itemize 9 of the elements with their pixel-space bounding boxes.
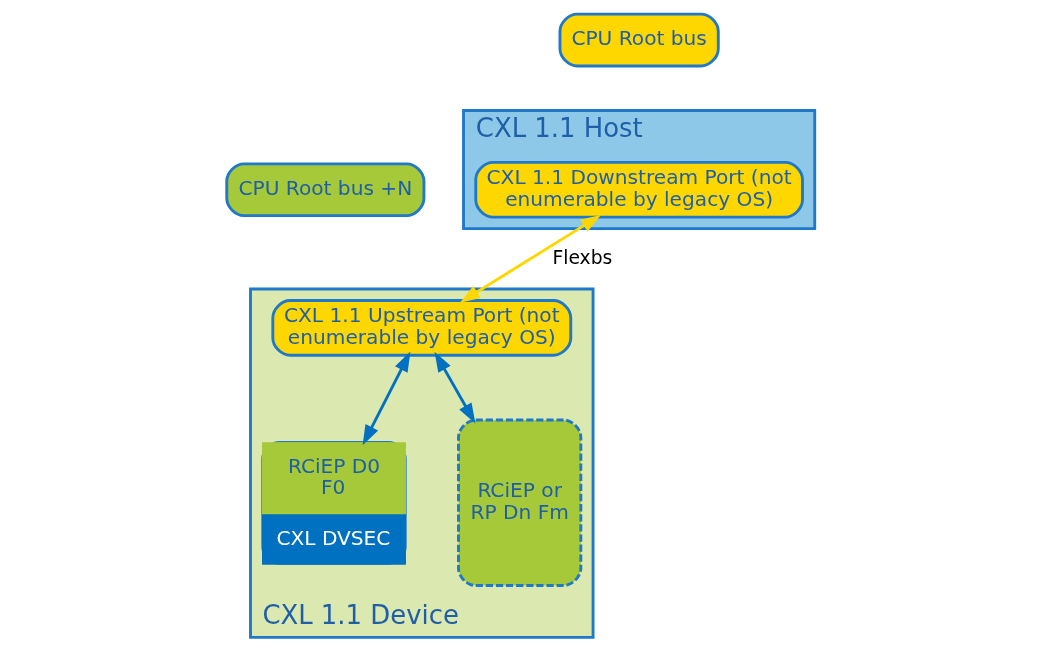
node-box: CXL 1.1 Downstream Port (not enumerable by legacy OS) [473,160,804,219]
node-box: RCiEP or RP Dn Fm [456,418,582,587]
arrow [362,351,410,446]
node-box: CPU Root bus [558,12,720,68]
arrow [459,214,601,303]
node-box: CXL 1.1 Upstream Port (not enumerable by legacy OS) [270,299,572,357]
edge-label: Flexbs [551,246,612,268]
node-box: CPU Root bus +N [224,162,425,218]
arrow [434,351,475,424]
